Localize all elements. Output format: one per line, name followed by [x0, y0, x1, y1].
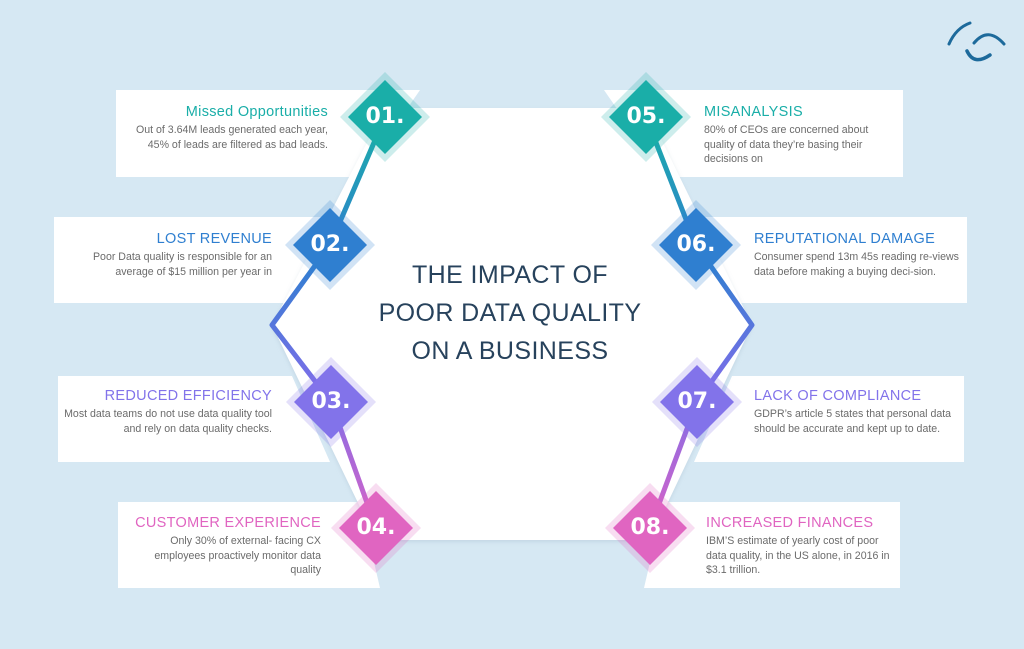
center-hexagon [272, 108, 752, 540]
diamond-08 [605, 483, 695, 573]
item-number-07: 07. [677, 389, 717, 414]
hexagon-outline [269, 114, 755, 531]
card-title: INCREASED FINANCES [706, 515, 874, 531]
item-number-08: 08. [630, 515, 670, 540]
diamond-06 [651, 200, 741, 290]
card-title: MISANALYSIS [704, 104, 803, 120]
card-title: LACK OF COMPLIANCE [754, 388, 922, 404]
page-title: THE IMPACT OF POOR DATA QUALITY ON A BUS… [330, 256, 690, 370]
card-04-bg [118, 502, 380, 588]
card-01-bg [116, 90, 420, 177]
card-body: GDPR’s article 5 states that personal da… [754, 408, 952, 435]
title-line-2: POOR DATA QUALITY [378, 299, 642, 327]
card-misanalysis: MISANALYSIS 80% of CEOs are concerned ab… [704, 104, 894, 167]
card-reputational-damage: REPUTATIONAL DAMAGE Consumer spend 13m 4… [754, 231, 959, 279]
title-line-3: ON A BUSINESS [411, 337, 609, 365]
card-07-bg [694, 376, 964, 462]
card-lack-of-compliance: LACK OF COMPLIANCE GDPR’s article 5 stat… [754, 388, 959, 436]
title-line-1: THE IMPACT OF [412, 261, 608, 289]
cards [54, 90, 967, 588]
diamond-07 [652, 357, 742, 447]
card-increased-finances: INCREASED FINANCES IBM’S estimate of yea… [706, 515, 894, 578]
item-number-06: 06. [676, 232, 716, 257]
card-title: REPUTATIONAL DAMAGE [754, 231, 936, 247]
item-number-05: 05. [626, 104, 666, 129]
card-02-bg [54, 217, 330, 303]
card-08-bg [644, 502, 900, 588]
card-body: Out of 3.64M leads generated each year, … [136, 124, 328, 151]
diamond-03 [286, 357, 376, 447]
card-body: Poor Data quality is responsible for an … [92, 251, 272, 278]
item-number-04: 04. [356, 515, 396, 540]
card-lost-revenue: LOST REVENUE Poor Data quality is respon… [58, 231, 272, 279]
card-05-bg [604, 90, 903, 177]
card-title: CUSTOMER EXPERIENCE [135, 515, 321, 531]
card-reduced-efficiency: REDUCED EFFICIENCY Most data teams do no… [64, 388, 272, 436]
diamond-04 [331, 483, 421, 573]
card-03-bg [58, 376, 330, 462]
card-body: Consumer spend 13m 45s reading re-views … [754, 251, 959, 278]
card-missed-opportunities: Missed Opportunities Out of 3.64M leads … [120, 104, 328, 152]
diamond-05 [601, 72, 691, 162]
item-number-03: 03. [311, 389, 351, 414]
card-body: IBM’S estimate of yearly cost of poor da… [706, 535, 890, 576]
card-customer-experience: CUSTOMER EXPERIENCE Only 30% of external… [124, 515, 321, 578]
card-title: Missed Opportunities [185, 104, 328, 120]
item-number-02: 02. [310, 232, 350, 257]
diamonds [285, 72, 742, 573]
brand-wave-logo-icon [947, 21, 1006, 62]
card-body: 80% of CEOs are concerned about quality … [704, 124, 869, 165]
card-06-bg [694, 217, 967, 303]
card-title: LOST REVENUE [156, 231, 272, 247]
item-number-01: 01. [365, 104, 405, 129]
diamond-02 [285, 200, 375, 290]
diamond-01 [340, 72, 430, 162]
card-body: Most data teams do not use data quality … [64, 408, 272, 435]
card-body: Only 30% of external- facing CX employee… [154, 535, 321, 576]
card-title: REDUCED EFFICIENCY [104, 388, 272, 404]
